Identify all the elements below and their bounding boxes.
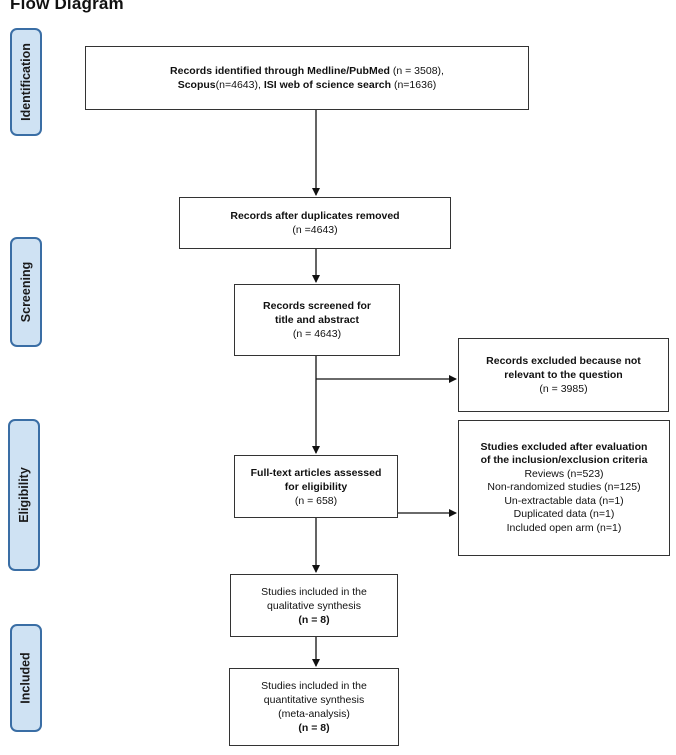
identified-scopus-count: (n=4643),: [215, 79, 264, 91]
quantitative-count: (n = 8): [298, 722, 330, 734]
stage-included: Included: [10, 624, 42, 732]
exclusion-reason: Included open arm (n=1): [506, 521, 622, 534]
screened-label-line1: Records screened for: [263, 300, 371, 312]
excluded-screening-label-line2: relevant to the question: [504, 369, 623, 381]
diagram-title: Flow Diagram: [10, 0, 124, 13]
identified-sources-label: Records identified through Medline/PubMe…: [170, 65, 390, 77]
excluded-eligibility-label-line1: Studies excluded after evaluation: [480, 440, 648, 453]
fulltext-label-line1: Full-text articles assessed: [250, 466, 382, 479]
box-records-excluded: Records excluded because not relevant to…: [458, 338, 669, 412]
excluded-eligibility-label-line2: of the inclusion/exclusion criteria: [480, 454, 648, 467]
identified-isi-count: (n=1636): [391, 79, 437, 91]
box-records-screened: Records screened for title and abstract …: [234, 284, 400, 356]
exclusion-reason: Duplicated data (n=1): [513, 508, 615, 521]
excluded-screening-count: (n = 3985): [539, 383, 588, 395]
stage-identification: Identification: [10, 28, 42, 136]
quantitative-label-line3: (meta-analysis): [278, 708, 350, 720]
identified-isi-label: ISI web of science search: [263, 79, 392, 91]
stage-eligibility: Eligibility: [8, 419, 40, 571]
screened-count: (n = 4643): [292, 328, 342, 340]
qualitative-label-line1: Studies included in the: [261, 585, 367, 598]
qualitative-label-line2: qualitative synthesis: [267, 599, 361, 612]
box-records-identified: Records identified through Medline/PubMe…: [85, 46, 529, 110]
quantitative-label-line2: quantitative synthesis: [263, 694, 365, 706]
identified-scopus-label: Scopus: [177, 79, 216, 91]
stage-screening: Screening: [10, 237, 42, 347]
fulltext-count: (n = 658): [294, 494, 338, 507]
exclusion-reason: Reviews (n=523): [524, 467, 604, 480]
qualitative-count: (n = 8): [298, 613, 330, 626]
deduplicated-label: Records after duplicates removed: [230, 210, 400, 222]
quantitative-label-line1: Studies included in the: [261, 680, 367, 692]
box-studies-excluded: Studies excluded after evaluation of the…: [458, 420, 670, 556]
fulltext-label-line2: for eligibility: [284, 480, 348, 493]
box-quantitative-synthesis: Studies included in the quantitative syn…: [229, 668, 399, 746]
deduplicated-count: (n =4643): [292, 224, 338, 236]
identified-medline-count: (n = 3508),: [389, 65, 444, 77]
excluded-screening-label-line1: Records excluded because not: [486, 355, 641, 367]
screened-label-line2: title and abstract: [274, 314, 360, 326]
exclusion-reason: Non-randomized studies (n=125): [487, 481, 641, 494]
exclusion-reason: Un-extractable data (n=1): [504, 494, 624, 507]
box-records-deduplicated: Records after duplicates removed (n =464…: [179, 197, 451, 249]
box-fulltext-assessed: Full-text articles assessed for eligibil…: [234, 455, 398, 518]
box-qualitative-synthesis: Studies included in the qualitative synt…: [230, 574, 398, 637]
